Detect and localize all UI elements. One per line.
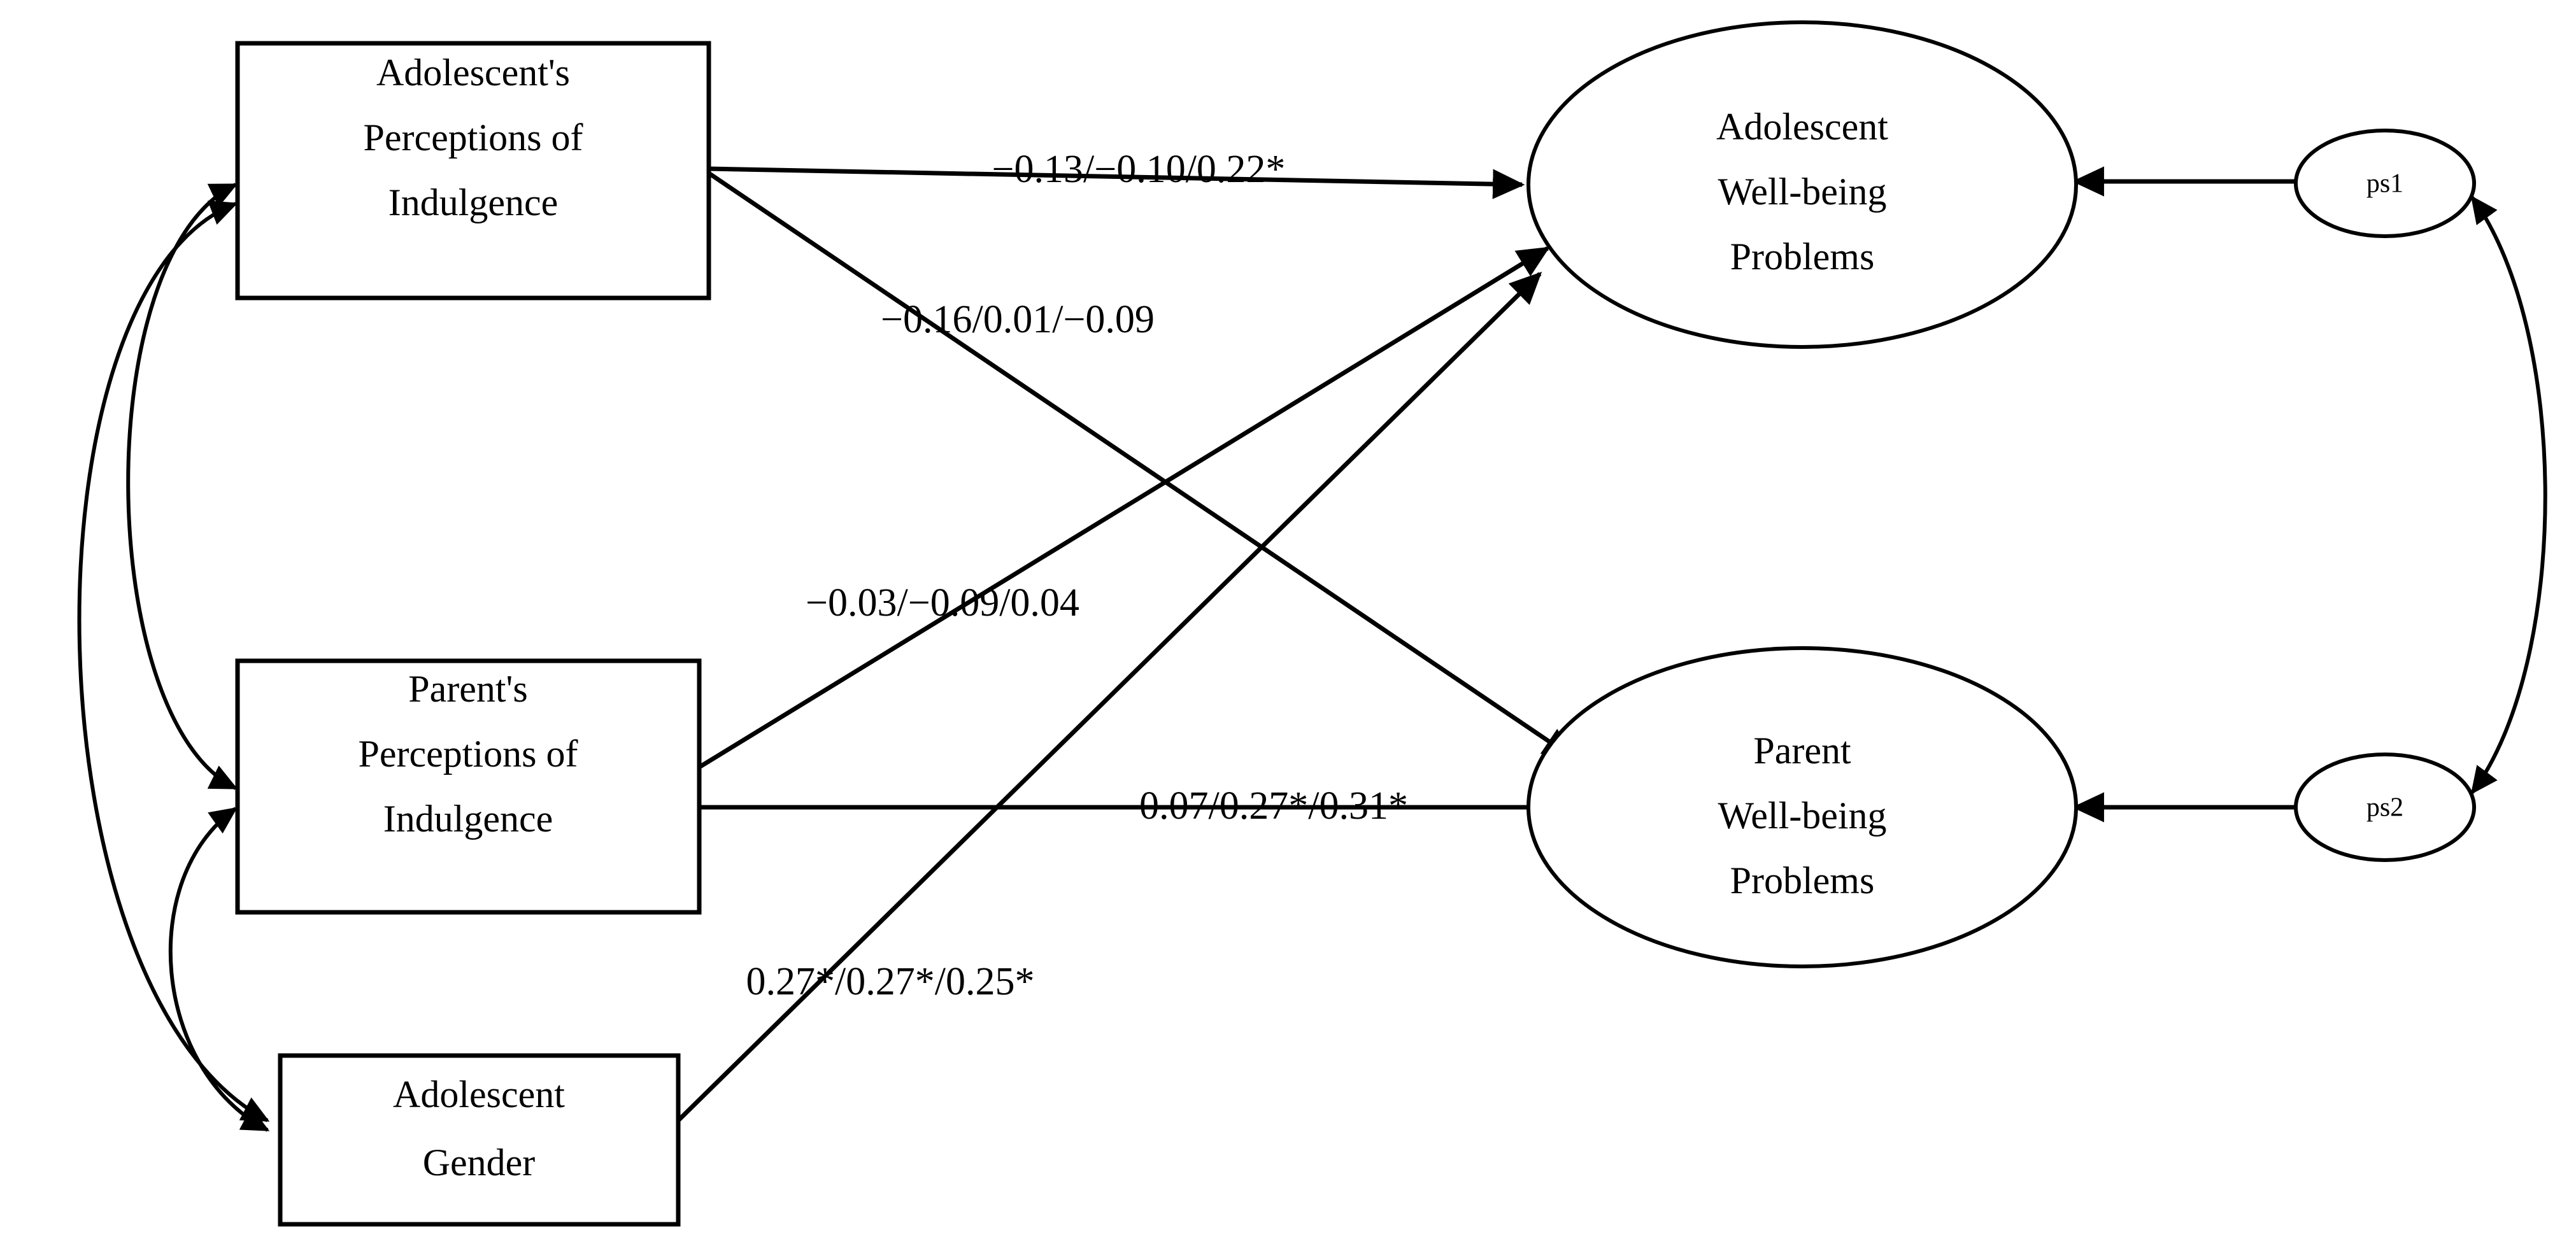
node-ps1[interactable]: ps1 — [2294, 129, 2476, 238]
adolescent-wellbeing-label-line-2: Well-being — [1718, 171, 1886, 213]
path-adolescent-gender-to-adolescent-wellbeing — [676, 271, 1542, 1122]
coefficient-label-adolescent-perceptions-to-adolescent-wellbeing: −0.13/−0.10/0.22* — [992, 148, 1286, 191]
correlation-arc-adolescent-parent-perceptions — [126, 183, 238, 790]
correlation-arc-adolescent-perceptions-gender — [77, 201, 270, 1122]
path-adolescent-perceptions-to-parent-wellbeing — [708, 171, 1576, 760]
adolescent-gender-label-line-1: Adolescent — [393, 1073, 565, 1115]
node-ps2[interactable]: ps2 — [2294, 753, 2476, 862]
adolescent-perceptions-label-line-2: Perceptions of — [364, 117, 583, 159]
node-adolescent-wellbeing[interactable]: Adolescent Well-being Problems — [1526, 20, 2078, 349]
node-adolescent-gender[interactable]: Adolescent Gender — [278, 1053, 681, 1227]
parent-perceptions-box[interactable] — [235, 658, 702, 915]
adolescent-perceptions-box[interactable] — [235, 41, 711, 300]
parent-perceptions-label-line-1: Parent's — [408, 668, 527, 710]
adolescent-perceptions-label-line-1: Adolescent's — [376, 52, 570, 94]
node-parent-wellbeing[interactable]: Parent Well-being Problems — [1526, 646, 2078, 968]
coefficient-label-parent-perceptions-to-adolescent-wellbeing: −0.03/−0.09/0.04 — [806, 581, 1079, 625]
adolescent-gender-label-line-2: Gender — [423, 1142, 536, 1184]
parent-wellbeing-label-line-1: Parent — [1753, 730, 1851, 772]
ps2-ellipse[interactable] — [2294, 753, 2476, 862]
ps1-label: ps1 — [2366, 169, 2403, 199]
coefficient-label-parent-perceptions-to-parent-wellbeing: 0.07/0.27*/0.31* — [1139, 784, 1408, 828]
adolescent-gender-box[interactable] — [278, 1053, 681, 1227]
node-adolescent-perceptions[interactable]: Adolescent's Perceptions of Indulgence — [235, 41, 711, 300]
correlation-arc-ps1-ps2 — [2470, 195, 2547, 795]
adolescent-wellbeing-ellipse[interactable] — [1526, 20, 2078, 349]
adolescent-wellbeing-label-line-1: Adolescent — [1716, 106, 1888, 148]
adolescent-wellbeing-label-line-3: Problems — [1730, 236, 1875, 278]
path-adolescent-perceptions-to-adolescent-wellbeing — [708, 166, 1525, 199]
coefficient-label-adolescent-gender-to-adolescent-wellbeing: 0.27*/0.27*/0.25* — [746, 960, 1035, 1003]
node-parent-perceptions[interactable]: Parent's Perceptions of Indulgence — [235, 658, 702, 915]
ps2-label: ps2 — [2366, 793, 2403, 823]
parent-wellbeing-ellipse[interactable] — [1526, 646, 2078, 968]
parent-wellbeing-label-line-3: Problems — [1730, 859, 1875, 901]
path-parent-perceptions-to-adolescent-wellbeing — [698, 246, 1550, 769]
parent-wellbeing-label-line-2: Well-being — [1718, 795, 1886, 837]
parent-perceptions-label-line-3: Indulgence — [383, 798, 553, 840]
adolescent-perceptions-label-line-3: Indulgence — [388, 181, 559, 223]
ps1-ellipse[interactable] — [2294, 129, 2476, 238]
parent-perceptions-label-line-2: Perceptions of — [359, 733, 578, 775]
correlation-arc-parent-perceptions-gender — [168, 807, 270, 1132]
coefficient-label-adolescent-perceptions-to-parent-wellbeing: −0.16/0.01/−0.09 — [881, 298, 1155, 341]
